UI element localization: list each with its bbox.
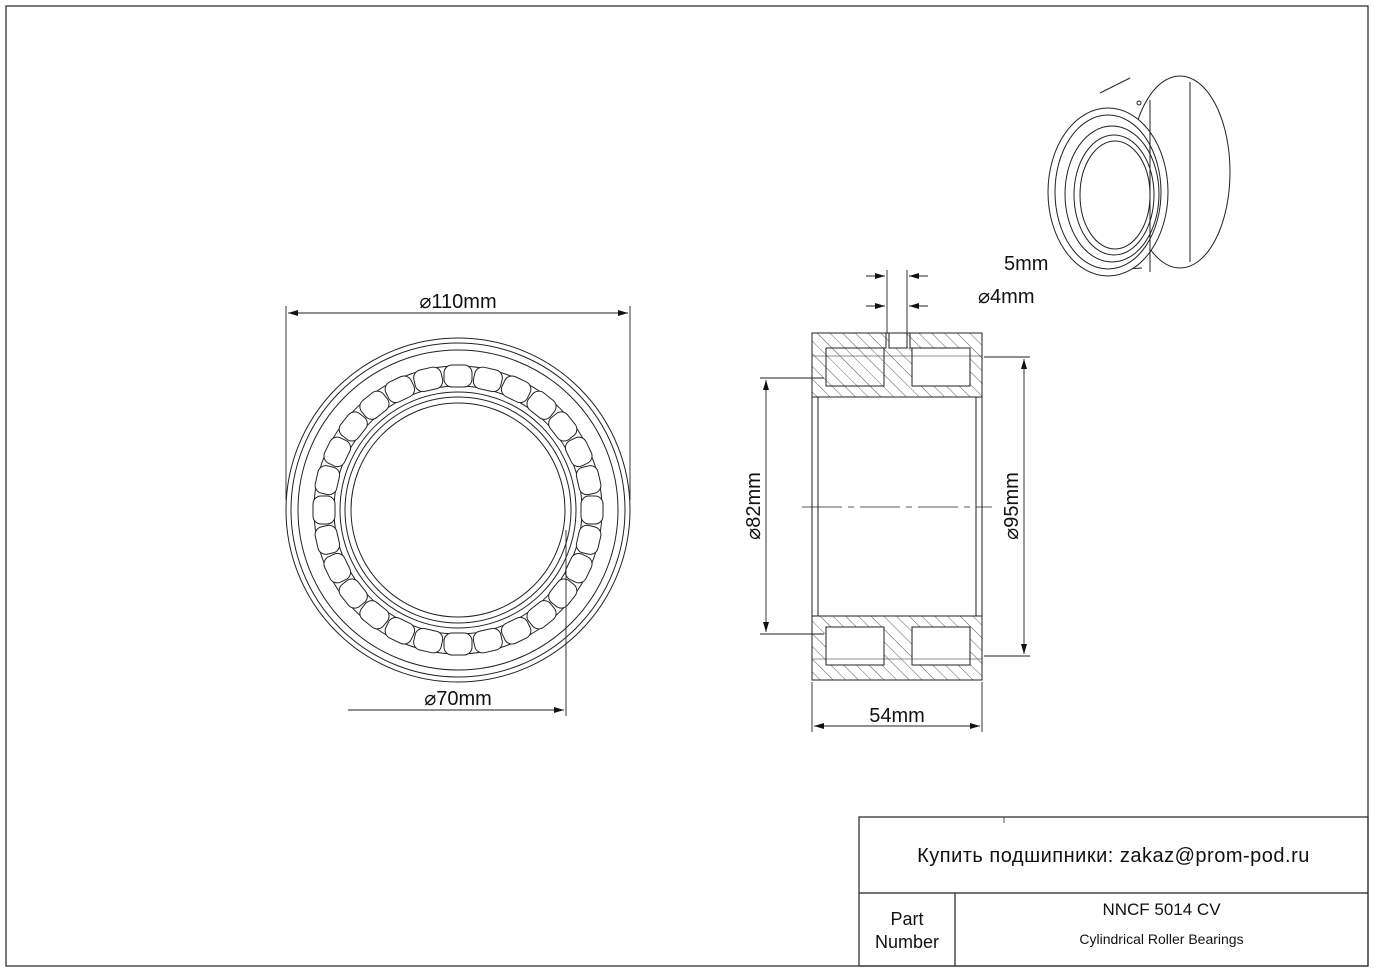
roller (472, 366, 503, 393)
dim-lube-hole-diameter: ⌀4mm (978, 286, 1035, 308)
roller (413, 366, 444, 393)
roller (500, 616, 532, 645)
roller (443, 632, 473, 656)
roller (548, 411, 578, 442)
roller (359, 600, 390, 630)
roller (443, 364, 473, 388)
section-dimensions (760, 270, 1030, 732)
front-view (285, 337, 631, 683)
dim-groove-width: 5mm (1004, 253, 1048, 275)
roller (314, 465, 341, 496)
isometric-view (1047, 75, 1231, 277)
roller (500, 375, 532, 404)
roller (323, 552, 352, 584)
sheet-border (5, 5, 1369, 967)
dim-bore-diameter: ⌀70mm (424, 688, 492, 710)
roller (472, 627, 503, 654)
part-description: Cylindrical Roller Bearings (1079, 931, 1244, 947)
dim-width: 54mm (869, 705, 925, 727)
roller-set (312, 364, 604, 656)
roller (580, 495, 604, 525)
roller (384, 616, 416, 645)
roller (526, 390, 557, 420)
roller (314, 524, 341, 555)
part-number-value: NNCF 5014 CV (1102, 900, 1221, 919)
section-view (802, 332, 992, 681)
roller (312, 495, 336, 525)
roller (384, 375, 416, 404)
roller (359, 390, 390, 420)
roller (413, 627, 444, 654)
dim-inner-race-diameter: ⌀82mm (743, 472, 765, 540)
roller (564, 436, 593, 468)
purchase-email-line: Купить подшипники: zakaz@prom-pod.ru (917, 844, 1310, 867)
roller (575, 465, 602, 496)
dim-outer-diameter: ⌀110mm (419, 291, 496, 313)
roller (575, 524, 602, 555)
part-label-line1: Part (890, 909, 924, 929)
roller (338, 578, 368, 609)
roller (564, 552, 593, 584)
title-block (858, 816, 1369, 967)
roller (526, 600, 557, 630)
roller (323, 436, 352, 468)
part-number-label: Part Number (860, 895, 954, 967)
front-dimensions (285, 306, 631, 716)
roller (548, 578, 578, 609)
roller (338, 411, 368, 442)
part-label-line2: Number (874, 932, 940, 952)
dim-outer-race-diameter: ⌀95mm (1001, 472, 1023, 540)
